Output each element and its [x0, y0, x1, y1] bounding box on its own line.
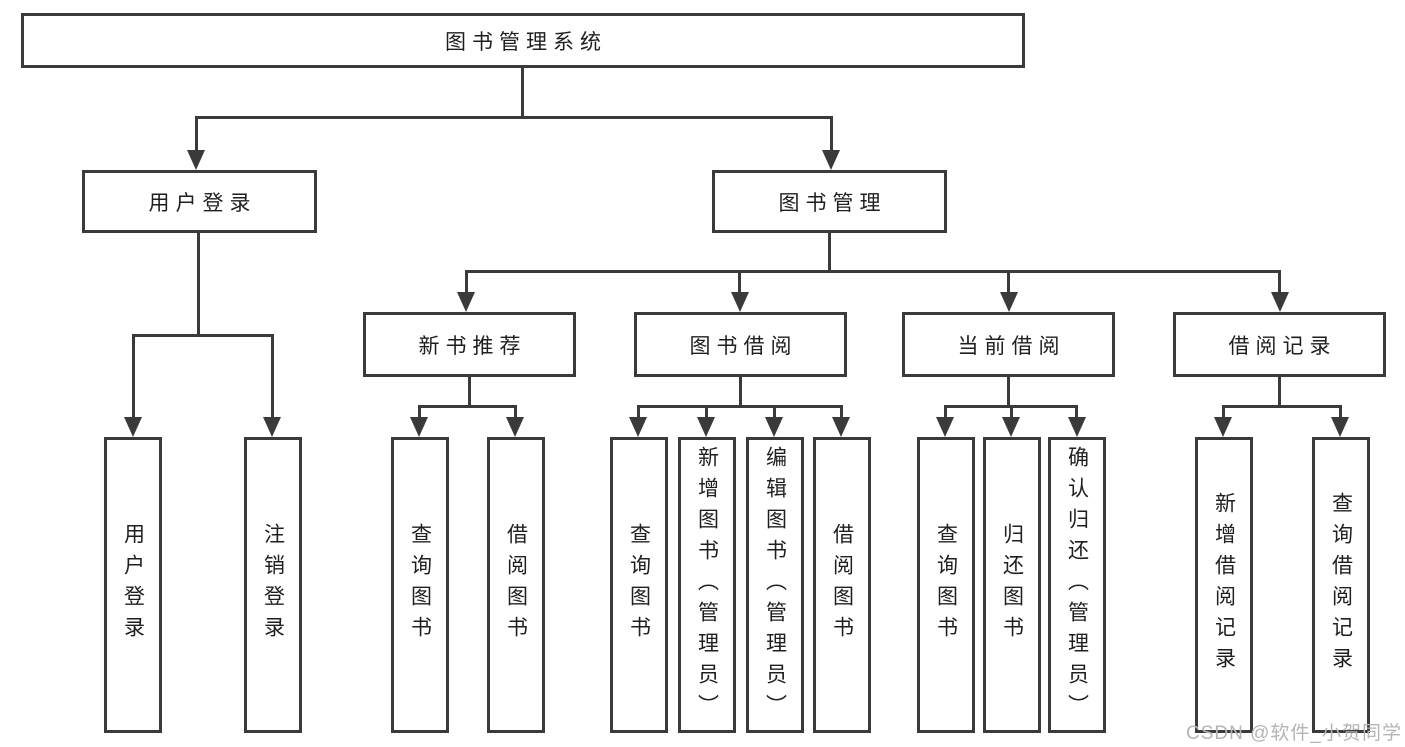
node-user-login: 用户登录 [82, 170, 317, 233]
connector-current-borrowing-drop [1007, 270, 1010, 292]
connector-book-management-bar [465, 270, 1281, 273]
connector-current-child2-drop [1010, 405, 1013, 417]
leaf-query-books-borrowing-label: 查询图书 [627, 523, 651, 647]
connector-leaf-logout-drop [271, 334, 274, 417]
leaf-add-books-admin-label: 新增图书（管理员） [695, 445, 719, 725]
leaf-query-books-current: 查询图书 [917, 437, 975, 733]
node-current-borrowing: 当前借阅 [902, 312, 1115, 377]
leaf-query-borrow-record-label: 查询借阅记录 [1329, 492, 1353, 678]
leaf-borrow-books-recommend: 借阅图书 [487, 437, 545, 733]
arrowhead-book-borrowing-icon [731, 292, 749, 312]
arrowhead-return-books-icon [1002, 417, 1020, 437]
node-new-book-recommend: 新书推荐 [363, 312, 576, 377]
arrowhead-query-books-recommend-icon [410, 417, 428, 437]
arrowhead-query-books-borrowing-icon [629, 417, 647, 437]
arrowhead-current-borrowing-icon [1000, 292, 1018, 312]
leaf-borrow-books-borrowing: 借阅图书 [813, 437, 871, 733]
arrowhead-borrow-records-icon [1271, 292, 1289, 312]
leaf-user-login: 用户登录 [104, 437, 162, 733]
connector-borrowing-child1-drop [637, 405, 640, 417]
leaf-query-borrow-record: 查询借阅记录 [1312, 437, 1370, 733]
connector-records-stem [1278, 377, 1281, 407]
node-root-system: 图书管理系统 [21, 13, 1025, 68]
connector-borrowing-child4-drop [840, 405, 843, 417]
connector-recommend-child2-drop [514, 405, 517, 417]
node-book-borrowing: 图书借阅 [634, 312, 847, 377]
leaf-return-books-label: 归还图书 [1000, 523, 1024, 647]
connector-current-child3-drop [1075, 405, 1078, 417]
leaf-query-books-current-label: 查询图书 [934, 523, 958, 647]
arrowhead-add-books-admin-icon [697, 417, 715, 437]
leaf-query-books-recommend: 查询图书 [391, 437, 449, 733]
arrowhead-borrow-books-borrowing-icon [832, 417, 850, 437]
connector-borrowing-stem [739, 377, 742, 407]
arrowhead-query-books-current-icon [936, 417, 954, 437]
arrowhead-leaf-user-login-icon [124, 417, 142, 437]
leaf-query-books-borrowing: 查询图书 [610, 437, 668, 733]
connector-new-book-recommend-drop [465, 270, 468, 292]
node-root-label: 图书管理系统 [445, 30, 607, 54]
watermark: CSDN @软件_小贺同学 [1186, 723, 1402, 744]
connector-records-child1-drop [1222, 405, 1225, 417]
connector-recommend-bar [418, 405, 517, 408]
connector-user-login-stem [197, 233, 200, 336]
arrowhead-book-management-icon [822, 150, 840, 170]
node-book-management: 图书管理 [712, 170, 947, 233]
connector-current-stem [1007, 377, 1010, 407]
leaf-edit-books-admin: 编辑图书（管理员） [746, 437, 804, 733]
arrowhead-confirm-return-admin-icon [1068, 417, 1086, 437]
connector-borrowing-child3-drop [773, 405, 776, 417]
connector-borrowing-child2-drop [705, 405, 708, 417]
leaf-borrow-books-recommend-label: 借阅图书 [504, 523, 528, 647]
arrowhead-borrow-books-recommend-icon [506, 417, 524, 437]
arrowhead-add-borrow-record-icon [1214, 417, 1232, 437]
leaf-add-books-admin: 新增图书（管理员） [678, 437, 736, 733]
arrowhead-edit-books-admin-icon [765, 417, 783, 437]
node-book-management-label: 图书管理 [778, 191, 887, 215]
node-current-borrowing-label: 当前借阅 [957, 334, 1066, 358]
node-borrow-records-label: 借阅记录 [1228, 334, 1337, 358]
leaf-add-borrow-record: 新增借阅记录 [1195, 437, 1253, 733]
connector-records-bar [1222, 405, 1342, 408]
connector-current-child1-drop [944, 405, 947, 417]
leaf-add-borrow-record-label: 新增借阅记录 [1212, 492, 1236, 678]
connector-root-bar [195, 116, 833, 119]
connector-user-login-drop [195, 116, 198, 150]
leaf-logout: 注销登录 [244, 437, 302, 733]
node-book-borrowing-label: 图书借阅 [689, 334, 798, 358]
connector-root-stem [521, 68, 524, 118]
connector-leaf-user-login-drop [132, 334, 135, 417]
connector-recommend-stem [468, 377, 471, 407]
connector-user-login-bar [132, 334, 274, 337]
arrowhead-user-login-icon [187, 150, 205, 170]
leaf-logout-label: 注销登录 [261, 523, 285, 647]
arrowhead-query-borrow-record-icon [1331, 417, 1349, 437]
node-new-book-recommend-label: 新书推荐 [418, 334, 527, 358]
leaf-return-books: 归还图书 [983, 437, 1041, 733]
node-user-login-label: 用户登录 [148, 191, 257, 215]
leaf-confirm-return-admin-label: 确认归还（管理员） [1065, 445, 1089, 725]
arrowhead-new-book-recommend-icon [457, 292, 475, 312]
connector-book-management-drop [830, 116, 833, 150]
arrowhead-leaf-logout-icon [263, 417, 281, 437]
leaf-user-login-label: 用户登录 [121, 523, 145, 647]
node-borrow-records: 借阅记录 [1173, 312, 1386, 377]
connector-book-management-stem [828, 233, 831, 272]
leaf-query-books-recommend-label: 查询图书 [408, 523, 432, 647]
leaf-confirm-return-admin: 确认归还（管理员） [1048, 437, 1106, 733]
leaf-edit-books-admin-label: 编辑图书（管理员） [763, 445, 787, 725]
connector-book-borrowing-drop [738, 270, 741, 292]
connector-recommend-child1-drop [418, 405, 421, 417]
connector-records-child2-drop [1339, 405, 1342, 417]
connector-borrowing-bar [637, 405, 843, 408]
connector-borrow-records-drop [1278, 270, 1281, 292]
leaf-borrow-books-borrowing-label: 借阅图书 [830, 523, 854, 647]
